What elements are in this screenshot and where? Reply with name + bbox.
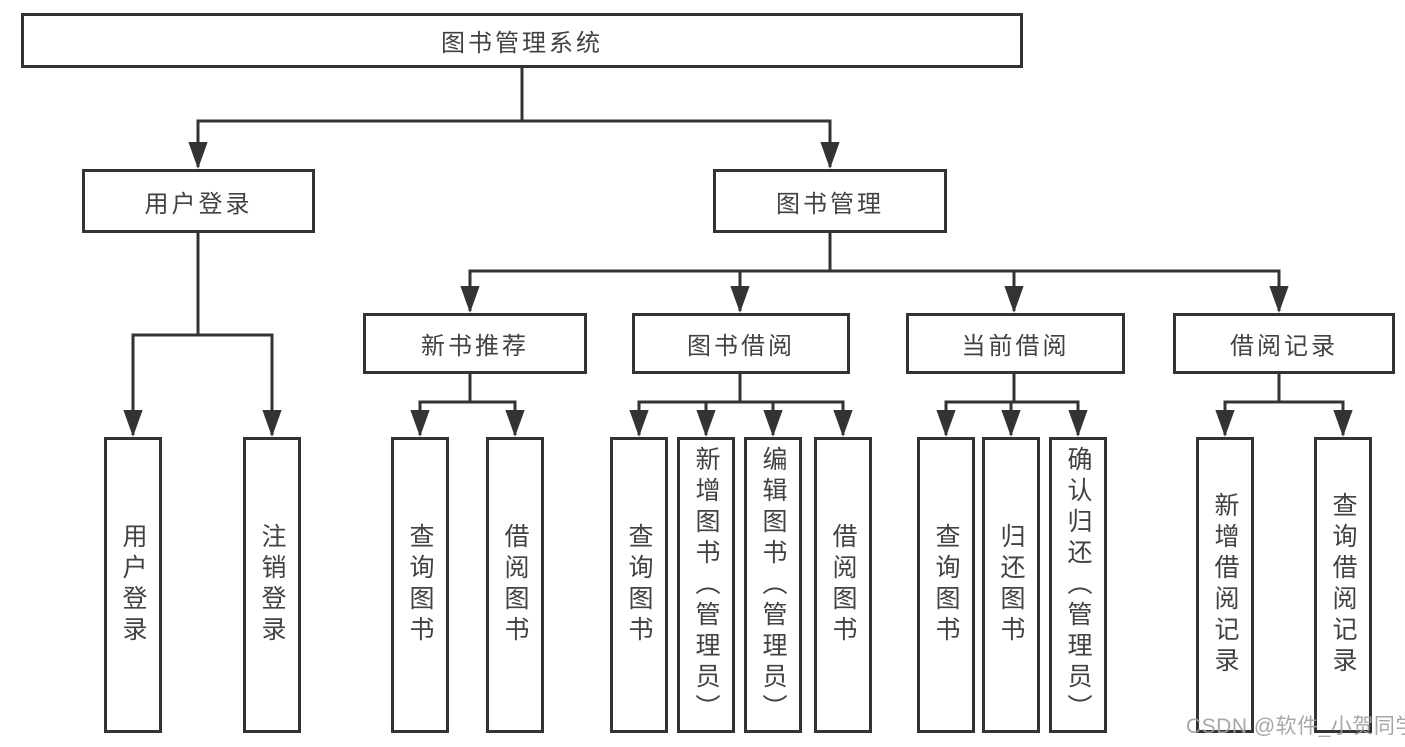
node-label: 新书推荐 bbox=[421, 333, 529, 360]
node-label: 图书管理系统 bbox=[441, 30, 603, 57]
node-label: 当前借阅 bbox=[961, 333, 1070, 360]
node-label: 图书管理 bbox=[776, 190, 884, 218]
node-label: 归还图书 bbox=[997, 523, 1025, 647]
node-new-book-recommend: 新书推荐 bbox=[363, 313, 587, 374]
leaf-add-books-admin: 新增图书（管理员） bbox=[677, 437, 735, 733]
node-label: 查询图书 bbox=[406, 523, 434, 647]
leaf-query-books-current: 查询图书 bbox=[917, 437, 975, 733]
leaf-logout-login: 注销登录 bbox=[243, 437, 301, 733]
node-book-management: 图书管理 bbox=[713, 169, 947, 233]
leaf-query-books-borrowing: 查询图书 bbox=[610, 437, 668, 733]
leaf-user-login: 用户登录 bbox=[104, 437, 162, 733]
node-label: 确认归还（管理员） bbox=[1064, 445, 1092, 725]
leaf-borrow-books-borrowing: 借阅图书 bbox=[814, 437, 872, 733]
node-label: 用户登录 bbox=[119, 523, 147, 647]
node-label: 查询图书 bbox=[625, 523, 653, 647]
node-label: 用户登录 bbox=[144, 190, 253, 218]
node-borrowing-records: 借阅记录 bbox=[1173, 313, 1395, 374]
leaf-edit-books-admin: 编辑图书（管理员） bbox=[744, 437, 802, 733]
leaf-query-books-recommend: 查询图书 bbox=[391, 437, 449, 733]
node-label: 图书借阅 bbox=[687, 333, 795, 360]
node-root: 图书管理系统 bbox=[21, 13, 1023, 68]
node-label: 借阅图书 bbox=[829, 523, 857, 647]
node-label: 查询图书 bbox=[932, 523, 960, 647]
node-label: 新增图书（管理员） bbox=[692, 445, 720, 725]
node-label: 新增借阅记录 bbox=[1211, 492, 1239, 678]
leaf-confirm-return-admin: 确认归还（管理员） bbox=[1049, 437, 1107, 733]
leaf-add-borrow-record: 新增借阅记录 bbox=[1196, 437, 1254, 733]
leaf-return-books: 归还图书 bbox=[982, 437, 1040, 733]
node-label: 编辑图书（管理员） bbox=[759, 445, 787, 725]
node-book-borrowing: 图书借阅 bbox=[632, 313, 850, 374]
node-label: 注销登录 bbox=[258, 523, 286, 647]
node-current-borrowing: 当前借阅 bbox=[906, 313, 1125, 374]
node-label: 借阅图书 bbox=[501, 523, 529, 647]
node-user-login-group: 用户登录 bbox=[82, 169, 315, 233]
csdn-watermark: CSDN @软件_小贺同学 bbox=[1186, 715, 1405, 738]
node-label: 查询借阅记录 bbox=[1329, 492, 1357, 678]
leaf-query-borrow-record: 查询借阅记录 bbox=[1314, 437, 1372, 733]
leaf-borrow-books-recommend: 借阅图书 bbox=[486, 437, 544, 733]
node-label: 借阅记录 bbox=[1230, 333, 1338, 360]
